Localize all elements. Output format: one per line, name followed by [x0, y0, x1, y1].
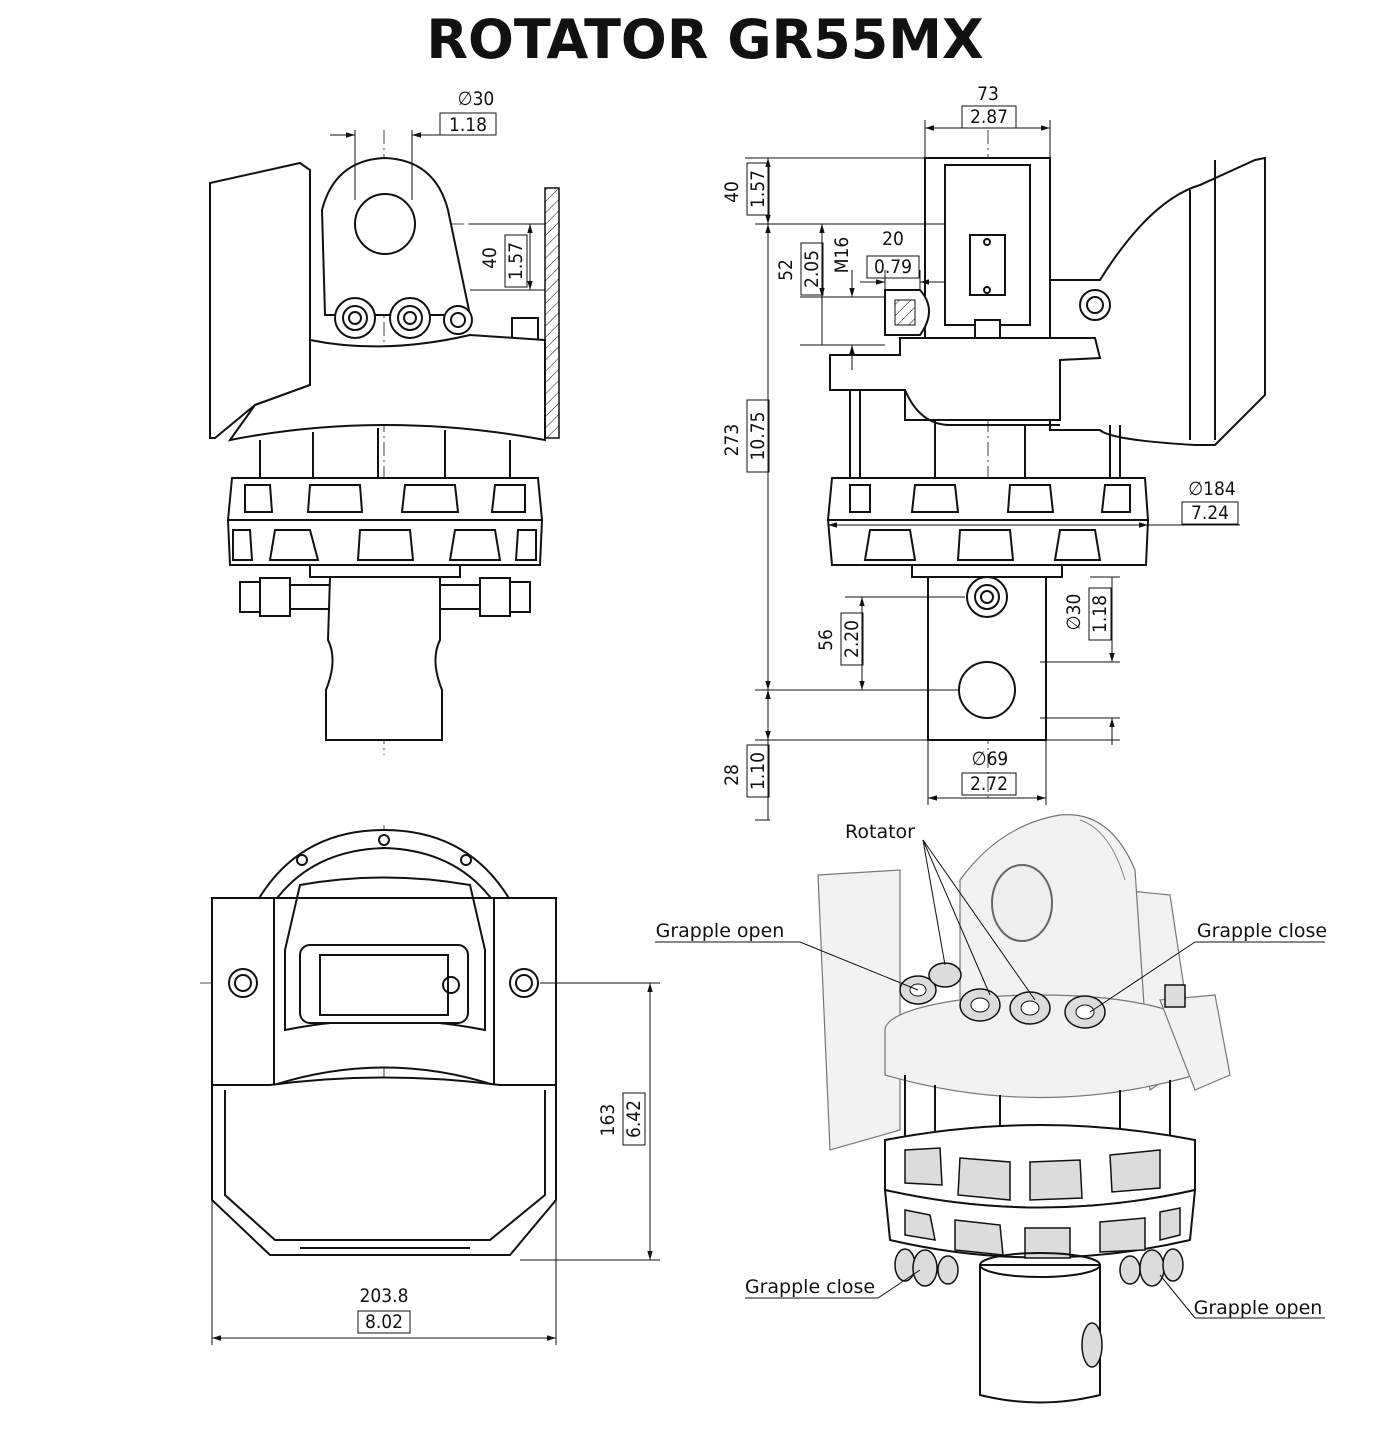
front-pin-diameter-mm: ∅30 — [458, 88, 495, 110]
label-grapple-open-top: Grapple open — [656, 920, 785, 942]
side-housing-lower — [826, 519, 1150, 566]
side-lower-pin-hole — [958, 661, 1016, 719]
front-pin-diameter-in: 1.18 — [449, 114, 487, 136]
label-grapple-close-top: Grapple close — [1197, 920, 1327, 942]
drawing-title: ROTATOR GR55MX — [426, 8, 983, 71]
iso-lower-fittings — [894, 1248, 1184, 1287]
iso-shaft — [979, 1264, 1101, 1404]
side-head-body — [829, 337, 1102, 421]
side-lower-pin-diameter-in: 1.18 — [1089, 595, 1111, 633]
label-grapple-open-bottom: Grapple open — [1194, 1297, 1323, 1319]
isometric-view: Rotator Grapple open Grapple close Grapp… — [655, 814, 1327, 1404]
bottom-depth-in: 6.42 — [623, 1100, 645, 1138]
side-lower-pin-diameter-mm: ∅30 — [1063, 594, 1085, 631]
label-rotator: Rotator — [845, 821, 915, 843]
front-head-body — [227, 333, 546, 442]
side-shaft-bottom-in: 1.10 — [747, 752, 769, 790]
bottom-depth-mm: 163 — [597, 1104, 619, 1137]
side-top-width-mm: 73 — [977, 83, 999, 105]
side-port-offset-mm: 52 — [775, 259, 797, 281]
side-overall-height-mm: 273 — [721, 424, 743, 457]
side-lower-pin-offset-in: 2.20 — [841, 620, 863, 658]
side-top-height-in: 1.57 — [747, 170, 769, 208]
side-housing-upper — [826, 477, 1150, 521]
bottom-view: 163 6.42 203.8 8.02 — [200, 825, 660, 1345]
front-housing-lower — [226, 519, 544, 566]
side-body-diameter-mm: ∅184 — [1188, 478, 1236, 500]
front-right-plate-section — [544, 187, 560, 439]
side-top-height-mm: 40 — [721, 181, 743, 203]
front-shaft — [325, 576, 443, 741]
front-view: ∅30 1.18 40 1.57 — [209, 88, 560, 755]
side-shaft-bottom-mm: 28 — [721, 764, 743, 786]
front-pin-height-in: 1.57 — [505, 242, 527, 280]
bottom-width-mm: 203.8 — [360, 1285, 409, 1307]
side-shaft-diameter-mm: ∅69 — [972, 748, 1009, 770]
bottom-width-in: 8.02 — [365, 1311, 403, 1333]
front-pin-hole — [354, 193, 416, 255]
side-body-diameter-in: 7.24 — [1191, 502, 1229, 524]
side-view: 40 1.57 273 10.75 28 1.10 52 2.05 M16 20… — [721, 83, 1266, 821]
label-grapple-close-bottom: Grapple close — [745, 1276, 875, 1298]
side-top-width-in: 2.87 — [970, 106, 1008, 128]
side-shaft-diameter-in: 2.72 — [970, 773, 1008, 795]
iso-lug-hole — [991, 864, 1053, 942]
side-port-depth-in: 0.79 — [874, 256, 912, 278]
front-pin-height-mm: 40 — [479, 247, 501, 269]
side-port-offset-in: 2.05 — [801, 250, 823, 288]
side-overall-height-in: 10.75 — [747, 412, 769, 461]
side-lower-pin-offset-mm: 56 — [815, 629, 837, 651]
side-port-thread: M16 — [831, 237, 853, 274]
side-port-depth-mm: 20 — [882, 228, 904, 250]
front-hydraulic-fittings — [334, 297, 539, 341]
side-top-lug — [924, 157, 1051, 346]
